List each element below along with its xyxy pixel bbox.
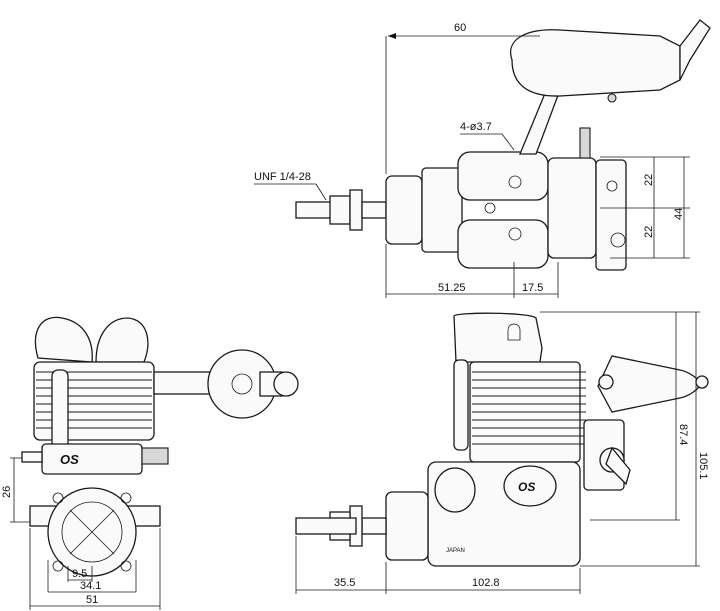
top-rear-housing	[547, 157, 597, 259]
top-prop-washer	[349, 189, 363, 231]
dim-26-label: 26	[1, 486, 13, 498]
dim-holes-leader	[501, 133, 515, 151]
side-logo: OS	[518, 480, 535, 494]
top-cylinder-head-upper	[457, 151, 549, 201]
dim-thread-leader	[315, 183, 327, 201]
dim-51-label: 51	[86, 594, 98, 606]
side-throttle-arm	[605, 446, 631, 486]
side-rocker-cover	[453, 312, 543, 363]
side-cylinder-fins	[472, 371, 586, 445]
dim-35-5-label: 35.5	[334, 577, 355, 589]
side-cam-housing	[503, 465, 557, 507]
top-prop-nut	[329, 195, 351, 225]
top-muffler	[510, 29, 681, 97]
top-drive-hub	[385, 175, 423, 245]
front-bolt-br	[120, 560, 132, 572]
side-made-in: JAPAN	[446, 548, 465, 554]
top-shaft-collar	[361, 201, 387, 219]
dim-87-4-label: 87.4	[677, 424, 689, 445]
front-bolt-tl	[52, 492, 64, 504]
dim-44-label: 44	[673, 208, 685, 220]
front-muffler-cap	[231, 373, 253, 395]
dim-105-1-label: 105.1	[697, 452, 709, 480]
top-lower-rocker-bolt	[508, 227, 522, 241]
front-bolt-bl	[52, 560, 64, 572]
front-view: OS 26 9.5 34.1 51	[1, 316, 299, 610]
side-rocker-plug	[507, 323, 521, 341]
dim-17-5-label: 17.5	[522, 282, 543, 294]
top-carburetor	[595, 159, 627, 271]
side-drive-hub	[385, 491, 429, 561]
front-valve-cover-left	[34, 316, 93, 363]
front-logo: OS	[60, 452, 79, 467]
side-muffler-outlet	[695, 375, 709, 389]
top-cylinder-head-lower	[457, 219, 549, 269]
side-pushrod-tube	[453, 359, 469, 451]
dim-9-5-label: 9.5	[72, 568, 87, 580]
top-carb-screw-lower	[610, 232, 626, 248]
top-view: 60 UNF 1/4-28 4-ø3.7 22 22 44 51.25 17.5	[254, 19, 711, 298]
top-carb-screw-upper	[606, 180, 618, 192]
front-bolt-tr	[120, 492, 132, 504]
front-needle-valve	[141, 447, 169, 465]
dim-thread-label: UNF 1/4-28	[254, 171, 311, 183]
dim-102-8-label: 102.8	[472, 577, 500, 589]
front-carb-inlet	[21, 451, 43, 463]
side-cover-dome	[434, 467, 476, 513]
top-center-bolt-left	[484, 202, 496, 214]
front-backplate-ring	[61, 501, 123, 563]
side-muffler-bolt	[598, 374, 614, 390]
dim-51-25-label: 51.25	[438, 282, 466, 294]
side-shaft-collar	[361, 517, 387, 535]
top-crankcase	[421, 167, 463, 253]
front-outlet-ring	[273, 371, 299, 397]
dim-22-upper-label: 22	[643, 174, 655, 186]
dim-60-arrow	[388, 33, 396, 39]
dim-holes-label: 4-ø3.7	[460, 121, 492, 133]
front-valve-cover-right	[95, 317, 149, 363]
dim-22-lower-label: 22	[643, 226, 655, 238]
side-view: OS JAPAN 87.4 105.1 35.5 102.8	[295, 311, 709, 594]
front-mid-housing	[41, 443, 143, 475]
dim-34-1-label: 34.1	[80, 580, 101, 592]
front-cross-2	[69, 509, 115, 555]
side-prop-shaft	[295, 517, 357, 535]
top-upper-rocker-bolt	[508, 175, 522, 189]
top-needle-valve	[579, 127, 591, 159]
front-exhaust-pipe	[153, 371, 211, 395]
top-muffler-nipple	[607, 93, 617, 103]
dim-60-label: 60	[454, 22, 466, 34]
top-muffler-outlet	[679, 19, 711, 81]
